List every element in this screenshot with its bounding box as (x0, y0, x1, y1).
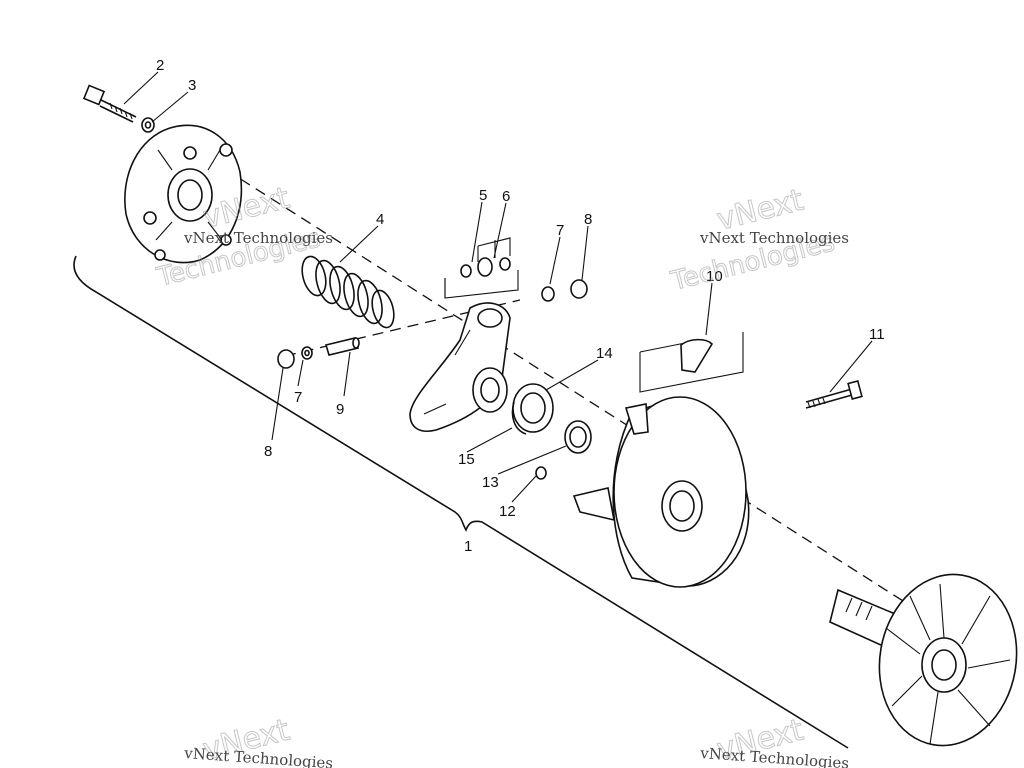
cover-plate-part (124, 124, 243, 264)
callout-7-upper: 7 (556, 222, 564, 239)
bolt-part (82, 84, 137, 123)
callout-10: 10 (706, 268, 723, 285)
assembly-bracket (73, 255, 849, 749)
callout-15: 15 (458, 451, 475, 468)
callout-6: 6 (502, 188, 510, 205)
spring-part (301, 255, 395, 329)
callout-5: 5 (479, 187, 487, 204)
callout-11: 11 (869, 326, 885, 343)
callout-2: 2 (156, 57, 164, 74)
long-bolt-part (805, 379, 863, 409)
bearing-parts (511, 383, 592, 480)
callout-1: 1 (464, 538, 472, 555)
left-pin-parts (277, 337, 360, 369)
callout-13: 13 (482, 474, 499, 491)
rocker-arm-part (409, 302, 511, 432)
watermark-lower-right: vNext vNext Technologies (699, 712, 850, 768)
callout-9: 9 (336, 401, 344, 418)
callout-14: 14 (596, 345, 613, 362)
callout-4: 4 (376, 211, 384, 228)
callout-12: 12 (499, 503, 516, 520)
callout-7-lower: 7 (294, 389, 302, 406)
slider-insert-part (639, 332, 744, 393)
upper-pin-parts (444, 237, 588, 302)
callout-3: 3 (188, 77, 196, 94)
callout-8-lower: 8 (264, 443, 272, 460)
sheave-part (572, 396, 750, 588)
callouts: 2 3 4 5 6 7 8 10 11 14 7 9 8 15 13 12 1 (156, 57, 885, 555)
fixed-sheave-fan-part (829, 573, 1018, 747)
watermark-upper-right: vNext Technologies vNext Technologies (667, 182, 849, 297)
callout-8-upper: 8 (584, 211, 592, 228)
svg-text:vNext Technologies: vNext Technologies (699, 229, 849, 247)
svg-text:vNext Technologies: vNext Technologies (183, 229, 333, 247)
washer-part (141, 117, 155, 133)
watermark-lower-left: vNext vNext Technologies (183, 712, 334, 768)
leader-lines (123, 71, 873, 503)
